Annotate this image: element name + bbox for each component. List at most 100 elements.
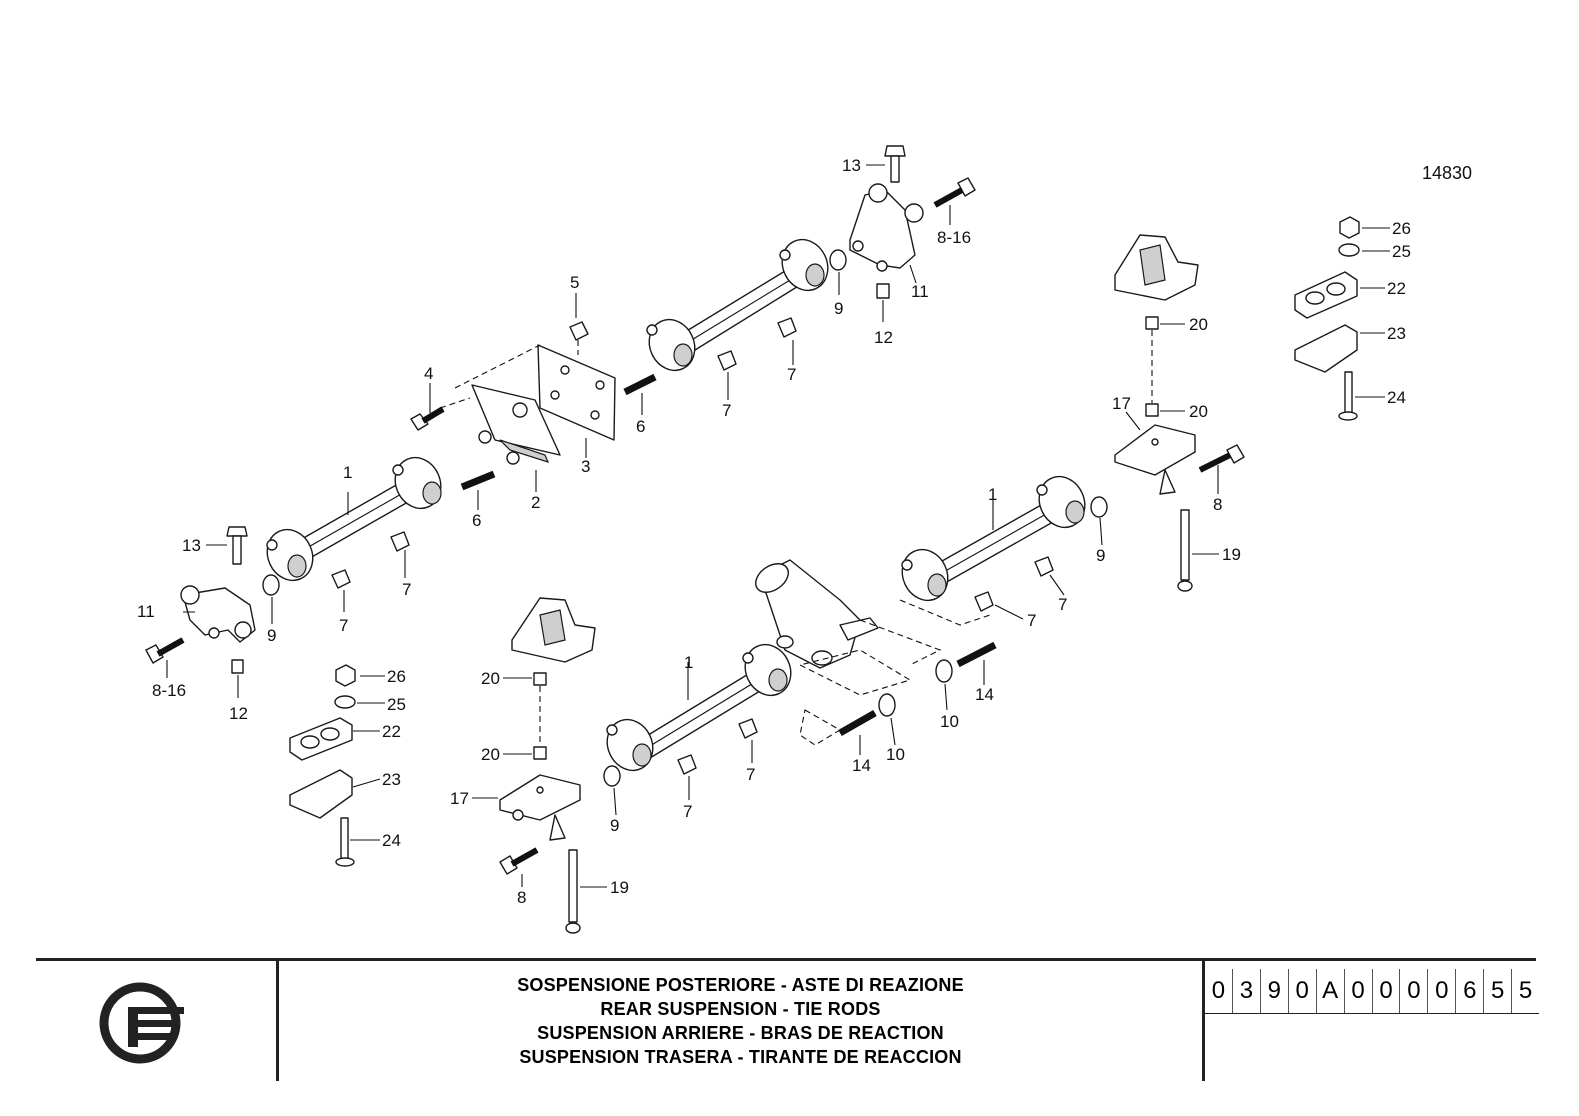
stud-14-upper [956,641,997,668]
bolt-13-left [226,526,248,565]
code-cell: 0 3 9 0 A 0 0 0 0 6 5 5 [1202,961,1539,1081]
brand-logo-icon [99,982,184,1064]
label-20-center-a: 20 [481,669,500,688]
tie-rod-upper [646,238,829,372]
code-char: 6 [1456,969,1485,1013]
label-4: 4 [424,364,433,383]
support-block-right [1114,234,1199,301]
bushing-12-upper [876,283,890,299]
plate-22-left [289,717,353,761]
label-26-right: 26 [1392,219,1411,238]
title-italian: SOSPENSIONE POSTERIORE - ASTE DI REAZION… [517,975,964,995]
label-10-lower: 10 [886,745,905,764]
drawing-number: 14830 [1422,163,1472,183]
label-8-16-left: 8-16 [152,681,186,700]
label-7-left-b: 7 [402,580,411,599]
spacer-20-center-b [533,746,547,760]
label-7-right-b: 7 [1058,595,1067,614]
label-24-right: 24 [1387,388,1406,407]
label-14-lower: 14 [852,756,871,775]
washer-9-right [1090,496,1108,518]
title-text-group: SOSPENSIONE POSTERIORE - ASTE DI REAZION… [279,961,1202,1081]
label-7-lower-a: 7 [683,802,692,821]
label-20-center-b: 20 [481,745,500,764]
code-char: 0 [1289,969,1317,1013]
label-19-right: 19 [1222,545,1241,564]
label-19-center: 19 [610,878,629,897]
nut-7-upper-b [777,317,797,338]
code-char: 0 [1205,969,1233,1013]
label-24-left: 24 [382,831,401,850]
plate-22-right [1294,271,1358,319]
label-9-lower: 9 [610,816,619,835]
tie-rod-lower [606,643,792,772]
bolt-13-upper [884,145,906,183]
bracket-17-center [499,774,581,841]
code-char: 0 [1428,969,1457,1013]
plate-2 [471,384,561,465]
label-11-left: 11 [137,602,155,621]
washer-9-left [262,574,280,596]
nut-7-lower-a [677,754,697,775]
stud-6-right [623,373,657,396]
label-12-upper: 12 [874,328,893,347]
spacer-20-right-b [1145,403,1159,417]
title-spanish: SUSPENSION TRASERA - TIRANTE DE REACCION [519,1047,962,1067]
nut-5 [569,321,589,341]
tie-rod-left [266,456,442,582]
label-7-left-a: 7 [339,616,348,635]
label-26-left: 26 [387,667,406,686]
nut-7-left-a [331,569,351,589]
washer-9-lower [603,765,621,787]
label-22-left: 22 [382,722,401,741]
nut-7-upper-a [717,350,737,371]
label-20-right-a: 20 [1189,315,1208,334]
label-5: 5 [570,273,579,292]
code-char: 0 [1400,969,1429,1013]
label-1-left: 1 [343,463,352,482]
tie-rod-right [901,475,1086,602]
washer-10-upper [935,659,953,683]
label-17-right: 17 [1112,394,1131,413]
code-char: 5 [1484,969,1513,1013]
label-10-upper: 10 [940,712,959,731]
nut-7-left-b [390,531,410,552]
label-17-center: 17 [450,789,469,808]
label-11-upper: 11 [911,282,929,301]
label-7-right-a: 7 [1027,611,1036,630]
label-2: 2 [531,493,540,512]
label-3: 3 [581,457,590,476]
label-1-lower: 1 [684,653,693,672]
label-25-right: 25 [1392,242,1411,261]
label-1-right: 1 [988,485,997,504]
bracket-11-upper [849,183,924,272]
label-7-lower-b: 7 [746,765,755,784]
bolt-8-right [1198,444,1245,473]
title-french: SUSPENSION ARRIERE - BRAS DE REACTION [537,1023,944,1043]
label-9-upper: 9 [834,299,843,318]
bracket-11-left [180,585,256,643]
nut-26-right [1339,216,1360,239]
bolt-8-16-upper [933,177,976,208]
nut-7-right-b [1034,556,1054,577]
bracket-17-right [1114,424,1196,495]
bolt-8-16-left [145,637,185,664]
label-22-right: 22 [1387,279,1406,298]
logo-cell [36,961,279,1081]
bushing-12-left [231,659,244,674]
washer-10-lower [878,693,896,717]
washer-9-upper [829,249,847,271]
bolt-24-left [335,817,355,867]
code-char: 3 [1233,969,1261,1013]
bolt-8-center [499,847,539,875]
label-6-right: 6 [636,417,645,436]
block-23-left [289,769,353,819]
code-char: 0 [1373,969,1401,1013]
label-20-right-b: 20 [1189,402,1208,421]
code-char: 9 [1261,969,1289,1013]
label-25-left: 25 [387,695,406,714]
label-23-left: 23 [382,770,401,789]
support-block-center [511,597,596,663]
label-13-upper: 13 [842,156,861,175]
code-char: A [1317,969,1345,1013]
